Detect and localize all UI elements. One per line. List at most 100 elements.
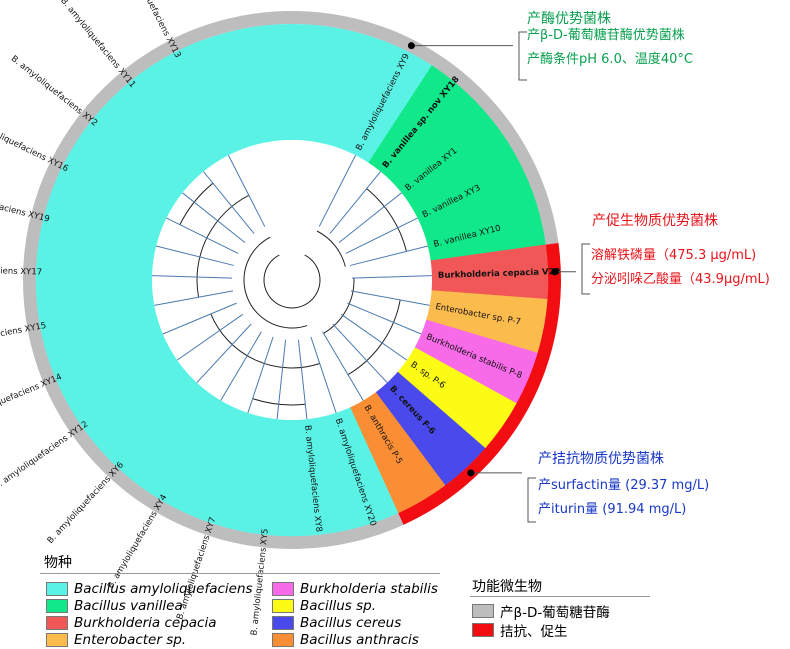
branch-line [182, 192, 246, 244]
branch-line [203, 171, 255, 234]
callout-dot [407, 42, 415, 50]
clade-arc [316, 230, 346, 267]
function-swatch [472, 623, 494, 637]
clade-arc [210, 313, 320, 369]
species-swatch [46, 633, 68, 647]
species-legend-label: Bacillus vanillea [74, 598, 183, 614]
callout-dot [467, 469, 475, 477]
glucosidase-annotation-line2: 产酶条件pH 6.0、温度40°C [527, 52, 693, 67]
branch-line [156, 245, 234, 266]
function-legend-label: 产β-D-葡萄糖苷酶 [500, 605, 610, 621]
function-legend-label: 拮抗、促生 [500, 624, 568, 640]
clade-arc [243, 236, 308, 329]
species-swatch [46, 616, 68, 630]
growth-annotation-line1: 溶解铁磷量（475.3 μg/mL) [591, 248, 757, 263]
branch-line [310, 336, 337, 414]
function-swatch [472, 604, 494, 618]
branch-line [297, 339, 308, 420]
branch-line [350, 245, 428, 266]
species-swatch [272, 633, 294, 647]
function-ring-segment [398, 242, 561, 525]
branch-line [340, 313, 408, 361]
clade-arc [366, 188, 407, 252]
species-legend-label: Enterobacter sp. [74, 632, 187, 648]
growth-annotation: 产促生物质优势菌株 [592, 210, 718, 230]
branch-line [350, 290, 430, 306]
antagonism-annotation-line1: 产surfactin量 (29.37 mg/L) [538, 478, 710, 493]
species-legend-item: Bacillus vanillea [46, 597, 183, 615]
species-swatch [272, 582, 294, 596]
branch-line [176, 313, 244, 361]
function-legend-divider [470, 596, 650, 597]
branch-line [347, 302, 422, 335]
species-swatch [46, 599, 68, 613]
species-swatch [46, 582, 68, 596]
species-legend-item: Burkholderia stabilis [272, 580, 438, 598]
callout-bracket [581, 243, 590, 295]
leaf-label: B. amyloliquefaciens XY16 [0, 115, 70, 174]
growth-annotation-lines: 溶解铁磷量（475.3 μg/mL) 分泌吲哚乙酸量（43.9μg/mL) [591, 244, 770, 292]
tree-center [152, 140, 432, 420]
glucosidase-annotation: 产酶优势菌株 [527, 8, 611, 28]
species-swatch [272, 599, 294, 613]
species-legend-item: Bacillus sp. [272, 597, 376, 615]
glucosidase-annotation-line1: 产β-D-葡萄糖苷酶优势菌株 [527, 28, 685, 43]
branch-line [332, 323, 388, 383]
branch-line [318, 155, 357, 227]
branch-line [329, 171, 381, 234]
function-legend-item: 拮抗、促生 [472, 621, 568, 640]
branch-line [196, 323, 252, 383]
leaf-label: B. amyloliquefaciens XY6 [46, 460, 126, 546]
leaf-label: B. amyloliquefaciens XY4 [106, 493, 169, 591]
callout-bracket [518, 31, 527, 81]
antagonism-annotation-lines: 产surfactin量 (29.37 mg/L) 产iturin量 (91.94… [538, 474, 709, 522]
antagonism-annotation-line2: 产iturin量 (91.94 mg/L) [538, 502, 687, 517]
branch-line [345, 217, 418, 254]
species-legend-label: Bacillus cereus [300, 615, 402, 631]
species-legend-item: Burkholderia cepacia [46, 614, 217, 632]
branch-line [227, 155, 266, 227]
branch-line [276, 339, 287, 420]
species-legend-label: Burkholderia stabilis [300, 581, 438, 597]
species-legend-item: Bacillus cereus [272, 614, 401, 632]
callout-bracket [527, 477, 536, 523]
leaf-sector [177, 24, 384, 155]
branch-line [247, 336, 274, 414]
glucosidase-annotation-lines: 产β-D-葡萄糖苷酶优势菌株 产酶条件pH 6.0、温度40°C [527, 24, 693, 72]
leaf-label: B. amyloliquefaciens XY2 [9, 54, 99, 129]
branch-line [351, 275, 432, 279]
clade-arc [263, 254, 321, 309]
antagonism-annotation-title: 产拮抗物质优势菌株 [538, 451, 664, 467]
branch-line [322, 331, 364, 401]
leaf-label: B. amyloliquefaciens XY12 [0, 419, 90, 492]
leaf-label: Burkholderia cepacia V29 [438, 267, 561, 281]
branch-line [154, 290, 234, 306]
function-ring-segment [169, 10, 415, 52]
function-legend-item: 产β-D-葡萄糖苷酶 [472, 602, 610, 621]
species-legend-item: Bacillus amyloliquefaciens [46, 580, 253, 598]
species-legend-title: 物种 [44, 555, 72, 571]
branch-line [166, 217, 239, 254]
species-swatch [272, 616, 294, 630]
leaf-label: B. amyloliquefaciens XY11 [58, 0, 137, 90]
function-legend-title: 功能微生物 [472, 579, 542, 595]
branch-line [162, 302, 237, 335]
branch-line [152, 275, 233, 279]
antagonism-annotation: 产拮抗物质优势菌株 [538, 448, 664, 468]
branch-line [220, 331, 262, 401]
branch-line [338, 192, 402, 244]
growth-annotation-line2: 分泌吲哚乙酸量（43.9μg/mL) [591, 272, 770, 287]
species-legend-item: Bacillus anthracis [272, 631, 419, 649]
species-legend-label: Bacillus anthracis [300, 632, 419, 648]
species-legend-divider [40, 573, 440, 574]
species-legend-label: Burkholderia cepacia [74, 615, 217, 631]
clade-arc [323, 278, 355, 334]
species-legend-label: Bacillus amyloliquefaciens [74, 581, 253, 597]
glucosidase-annotation-title: 产酶优势菌株 [527, 11, 611, 27]
growth-annotation-title: 产促生物质优势菌株 [592, 213, 718, 229]
species-legend-label: Bacillus sp. [300, 598, 376, 614]
species-legend-item: Enterobacter sp. [46, 631, 186, 649]
callout-dot [551, 268, 559, 276]
leaf-label: B. amyloliquefaciens XY17 [0, 264, 42, 278]
